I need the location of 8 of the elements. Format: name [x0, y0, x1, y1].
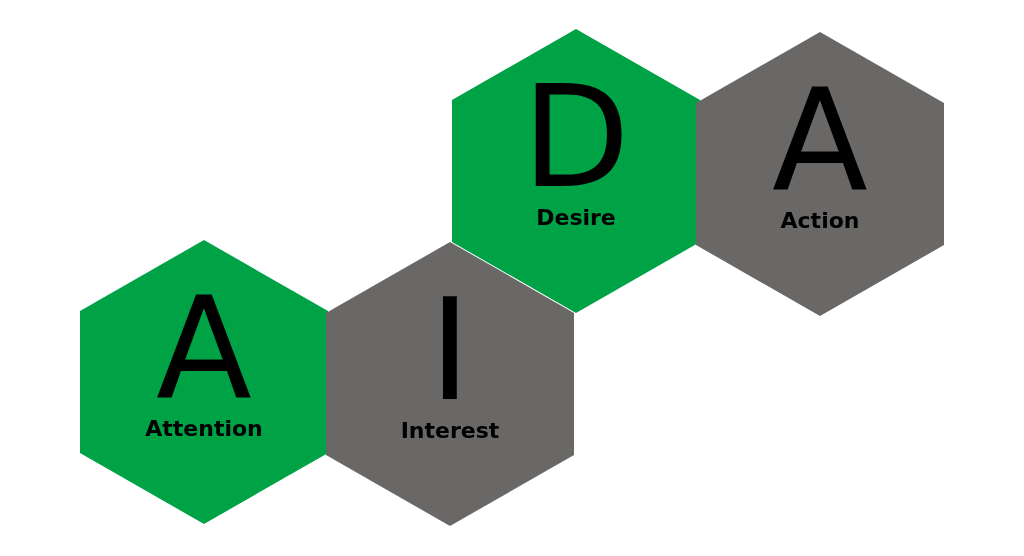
initial-letter: A	[156, 279, 252, 419]
initial-letter: D	[522, 68, 630, 208]
stage-label: Action	[780, 210, 860, 232]
initial-letter: I	[429, 281, 471, 421]
stage-label: Interest	[400, 420, 500, 442]
initial-letter: A	[772, 71, 868, 211]
stage-label: Attention	[145, 418, 263, 440]
stage-label: Desire	[536, 207, 616, 229]
